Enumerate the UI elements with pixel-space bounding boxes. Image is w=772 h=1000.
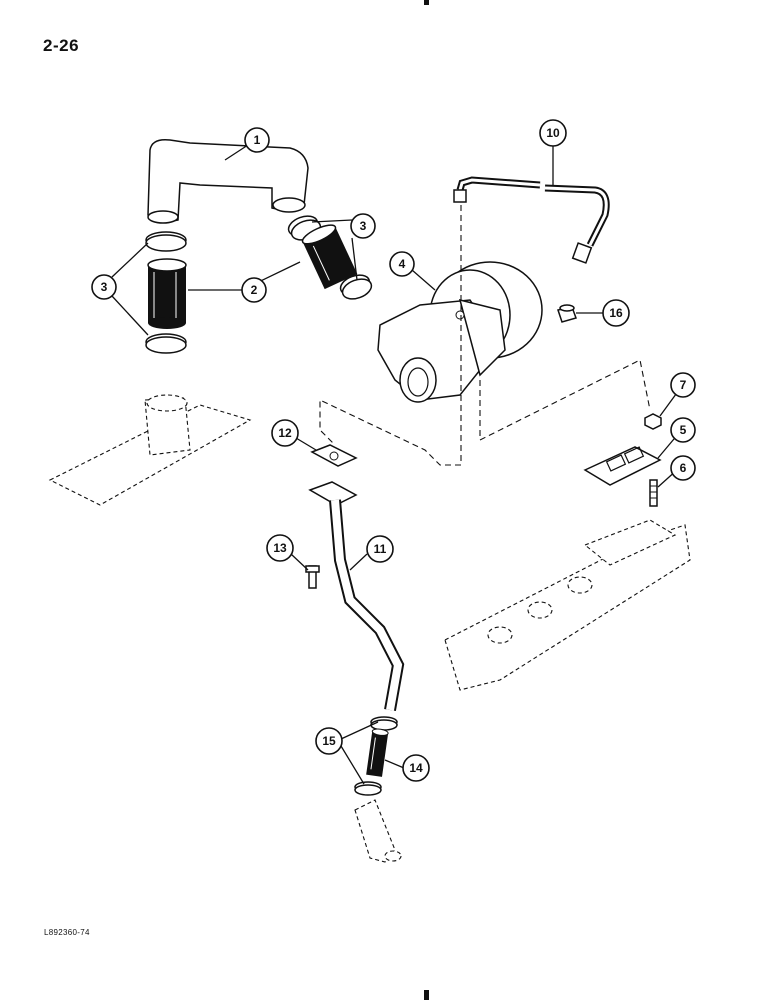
callout-3: 3 bbox=[350, 213, 376, 239]
hose-clamp-part bbox=[354, 781, 382, 796]
top-page-mark bbox=[424, 0, 429, 5]
figure-id: L892360-74 bbox=[44, 928, 90, 937]
oil-drain-tube-part bbox=[308, 481, 405, 712]
callout-label: 15 bbox=[322, 734, 336, 748]
nut-part bbox=[644, 413, 662, 430]
callout-label: 10 bbox=[546, 126, 560, 140]
callout-label: 11 bbox=[374, 542, 387, 556]
bottom-page-mark bbox=[424, 990, 429, 1000]
callout-label: 4 bbox=[399, 257, 406, 271]
hose-sleeve-part bbox=[301, 224, 358, 290]
drain-hose-part bbox=[366, 728, 389, 777]
hidden-drain-pipe bbox=[354, 799, 402, 863]
alignment-line bbox=[479, 359, 651, 441]
callout-label: 14 bbox=[409, 761, 423, 775]
callout-6: 6 bbox=[670, 455, 696, 481]
callout-label: 1 bbox=[254, 133, 261, 147]
callout-16: 16 bbox=[602, 299, 630, 327]
callout-label: 12 bbox=[278, 426, 292, 440]
bolt-part bbox=[305, 565, 320, 589]
callout-4: 4 bbox=[389, 251, 415, 277]
callout-label: 3 bbox=[360, 219, 367, 233]
stud-part bbox=[649, 479, 658, 507]
callout-7: 7 bbox=[670, 372, 696, 398]
callout-label: 5 bbox=[680, 423, 687, 437]
hose-clamp-part bbox=[145, 333, 187, 354]
elbow-tube-part bbox=[147, 138, 309, 224]
oil-supply-line-part bbox=[453, 176, 610, 264]
callout-label: 7 bbox=[680, 378, 687, 392]
fitting-part bbox=[557, 304, 577, 323]
callout-label: 16 bbox=[609, 306, 623, 320]
callout-12: 12 bbox=[271, 419, 299, 447]
page-number: 2-26 bbox=[43, 36, 80, 55]
callout-label: 6 bbox=[680, 461, 687, 475]
callout-2: 2 bbox=[241, 277, 267, 303]
hidden-engine-manifold bbox=[48, 394, 252, 506]
callout-3: 3 bbox=[91, 274, 117, 300]
leader-lines bbox=[111, 144, 680, 785]
callout-14: 14 bbox=[402, 754, 430, 782]
gasket-part bbox=[583, 446, 662, 486]
callout-10: 10 bbox=[539, 119, 567, 147]
callout-label: 2 bbox=[251, 283, 258, 297]
turbocharger-part bbox=[377, 261, 543, 403]
callout-label: 3 bbox=[101, 280, 108, 294]
hidden-exhaust-manifold bbox=[444, 519, 691, 691]
callout-1: 1 bbox=[244, 127, 270, 153]
alignment-line bbox=[319, 399, 461, 466]
callout-13: 13 bbox=[266, 534, 294, 562]
callout-15: 15 bbox=[315, 727, 343, 755]
hose-sleeve-part bbox=[147, 258, 187, 329]
hose-clamp-part bbox=[339, 274, 373, 300]
callout-11: 11 bbox=[366, 535, 394, 563]
hose-clamp-part bbox=[145, 231, 187, 252]
callout-5: 5 bbox=[670, 417, 696, 443]
callout-label: 13 bbox=[273, 541, 287, 555]
drain-gasket-part bbox=[310, 444, 358, 467]
